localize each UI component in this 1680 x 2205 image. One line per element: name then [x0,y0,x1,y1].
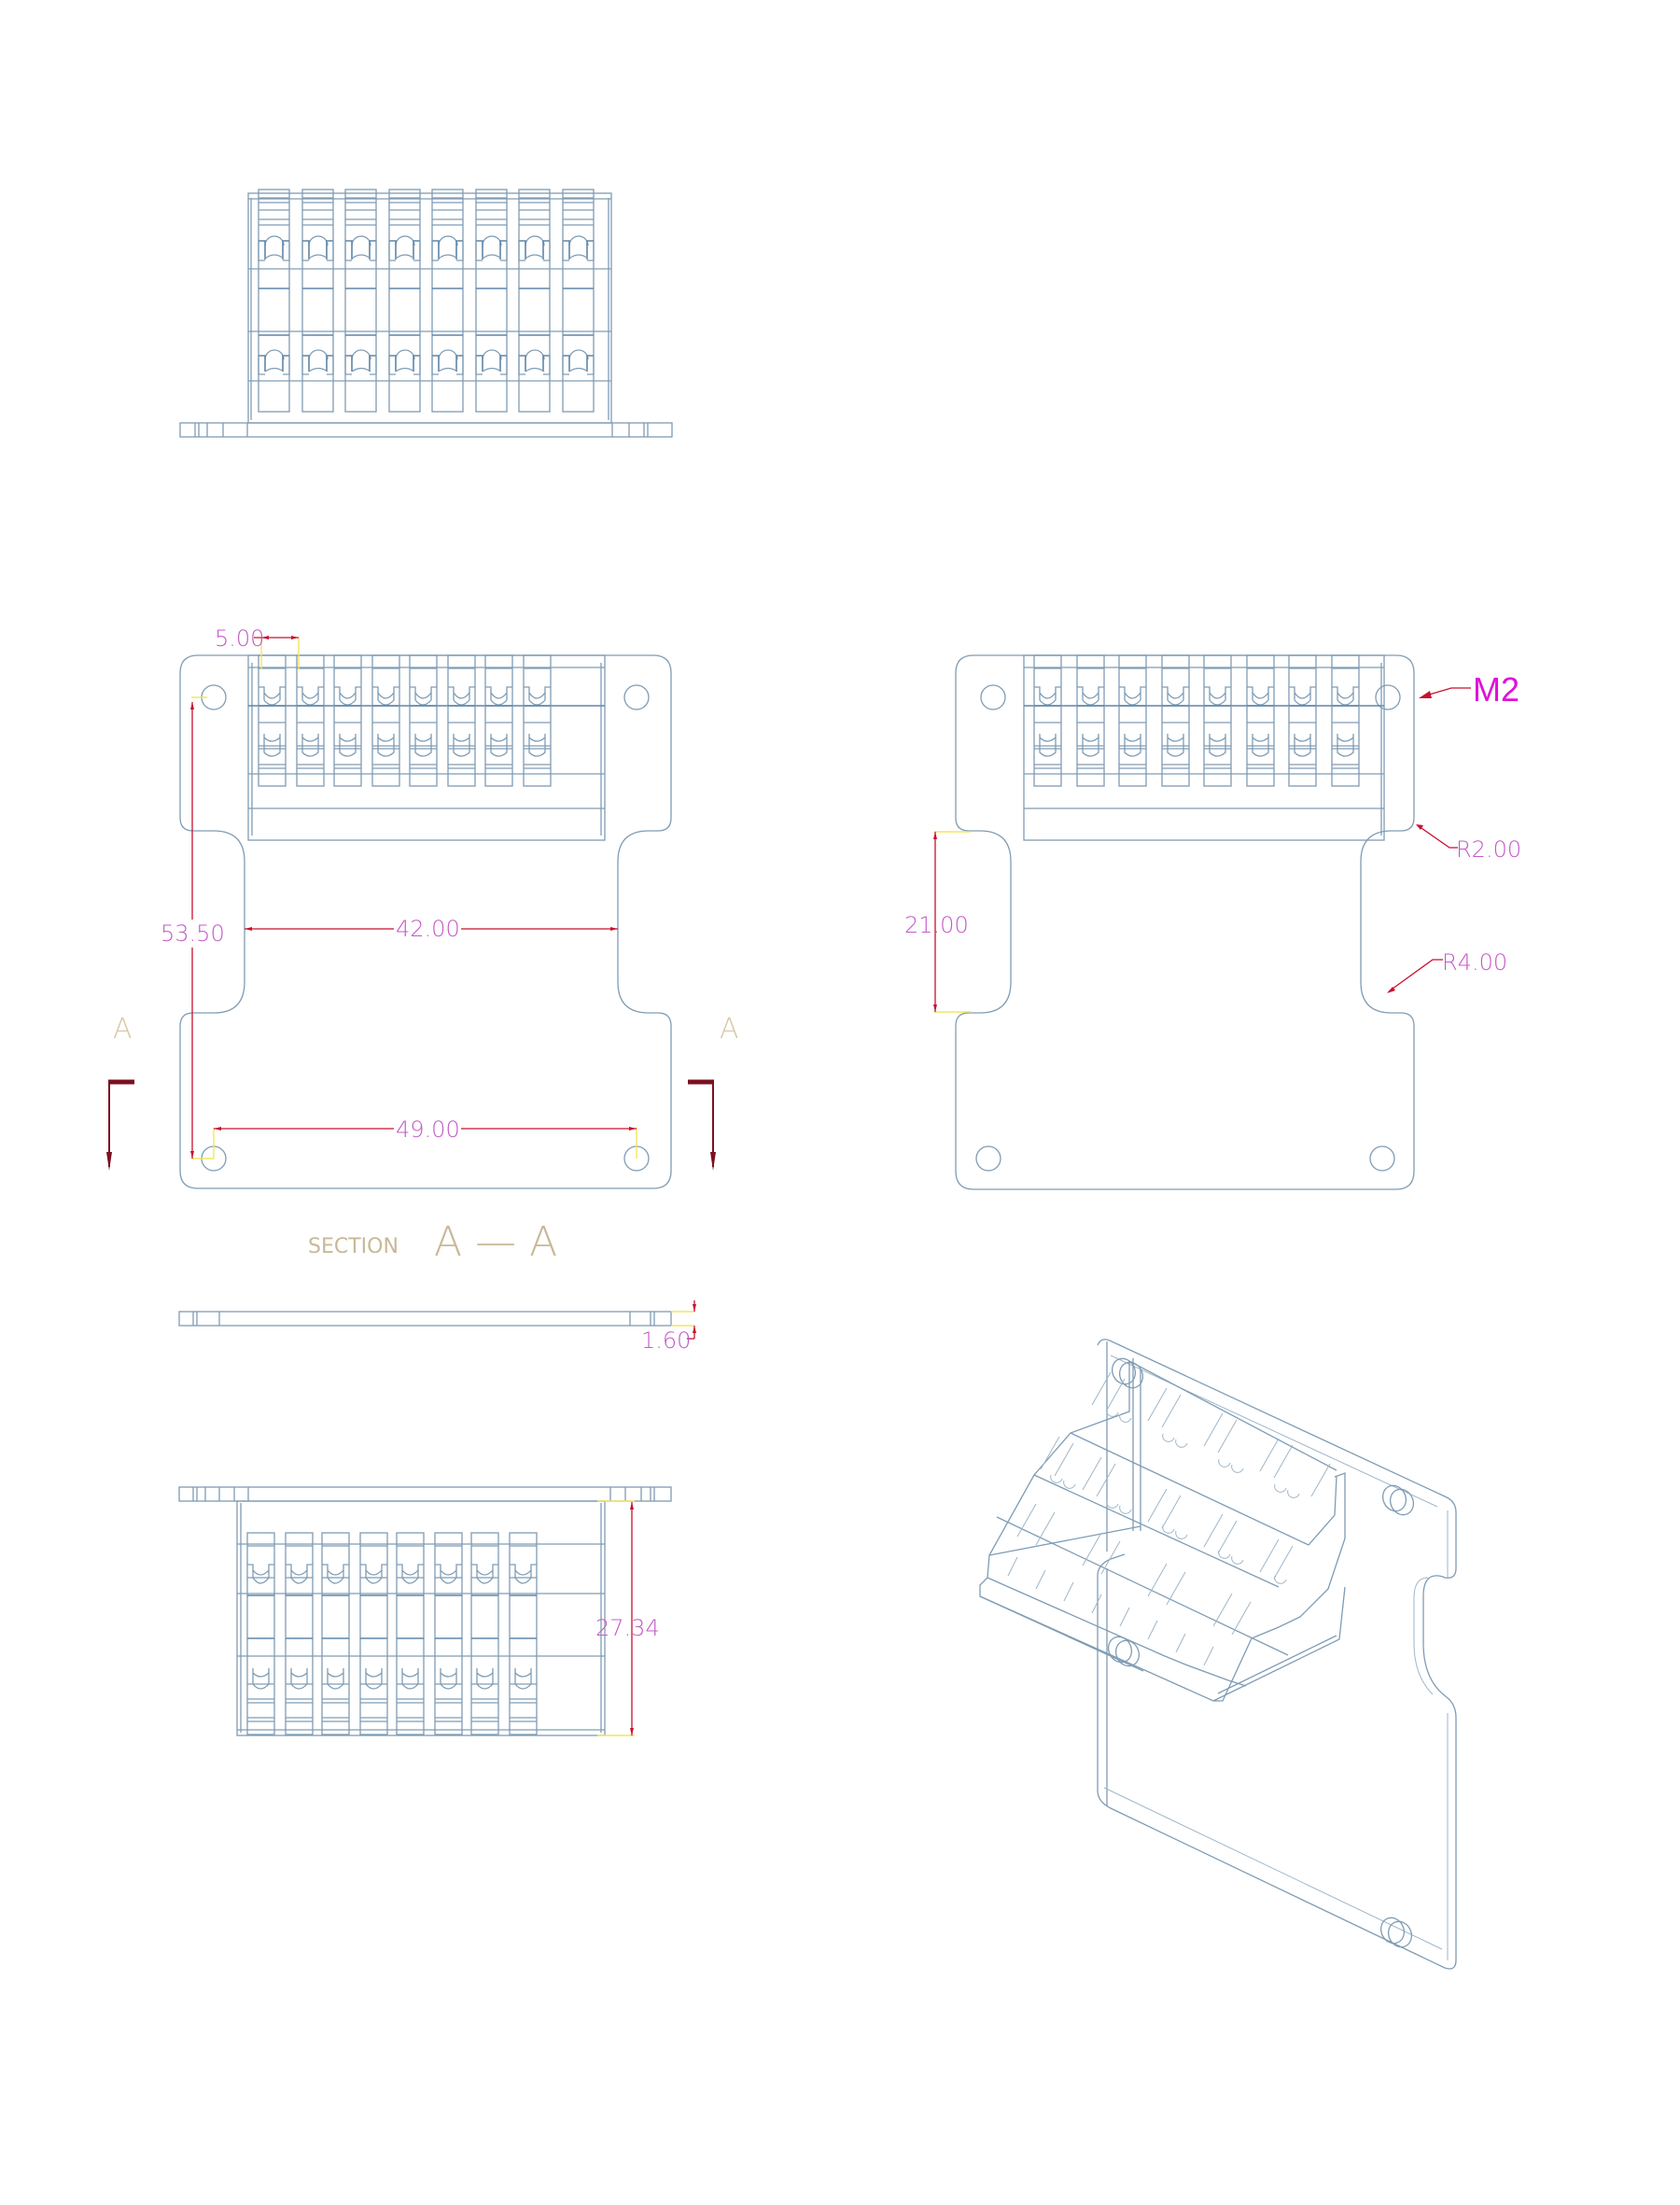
callout-corner-radius: R2.00 [1416,824,1521,863]
callout-text-m2: M2 [1473,670,1519,709]
section-title-name: A — A [434,1218,557,1266]
front-elevation-view-bottom: 27.34 [178,1486,672,1736]
dimension-hole-spacing: 49.00 [213,1116,637,1159]
dimension-text-notch-radius: R4.00 [1442,949,1507,976]
terminal-module-7 [518,189,551,413]
section-marker-label-right: A [720,1013,739,1046]
section-marker-label-left: A [113,1013,133,1046]
dimension-text-hole-spacing: 49.00 [396,1117,460,1143]
callout-thread-m2: M2 [1419,670,1519,709]
plate-outline [955,654,1415,1190]
dimension-text-pitch: 5.00 [215,625,264,652]
section-marker-right: A [688,1013,739,1171]
front-elevation-view-top [179,189,673,438]
dimension-text-corner-radius: R2.00 [1456,836,1521,863]
terminal-module-6 [475,189,508,413]
dimension-text-overall-height: 53.50 [161,920,225,947]
dimension-neck-width: 42.00 [245,915,618,943]
mounting-hole [975,1145,1001,1172]
mounting-hole [980,684,1006,710]
section-a-a-view: SECTION A — A 1.60 [178,1218,696,1354]
terminal-module-2 [301,189,334,413]
dimension-text-thickness: 1.60 [641,1327,691,1354]
terminal-module-4 [388,189,421,413]
terminal-module-5 [431,189,464,413]
dimension-connector-height: 27.34 [595,1500,660,1736]
section-title-prefix: SECTION [308,1235,399,1258]
terminal-module-3 [344,189,377,413]
plan-view-left: 5.00 53.50 42.00 49.00 [106,625,739,1189]
dimension-notch-height: 21.00 [904,831,971,1013]
plan-view-right: M2 R2.00 R4.00 21.00 [904,654,1521,1190]
mounting-hole [1369,1145,1395,1172]
dimension-text-connector-height: 27.34 [595,1615,660,1641]
dimension-thickness: 1.60 [641,1300,696,1354]
section-marker-left: A [106,1013,134,1171]
plate-outline [179,654,672,1189]
callout-notch-radius: R4.00 [1387,949,1507,993]
mounting-hole [623,684,650,710]
dimension-overall-height: 53.50 [161,696,226,1159]
terminal-module-8 [562,189,595,413]
dimension-text-notch-height: 21.00 [904,912,969,938]
dimension-pitch: 5.00 [215,625,300,669]
dimension-text-neck-width: 42.00 [396,916,460,942]
isometric-view [979,1339,1457,1970]
terminal-module-1 [258,189,290,413]
mounting-hole [1375,684,1401,710]
